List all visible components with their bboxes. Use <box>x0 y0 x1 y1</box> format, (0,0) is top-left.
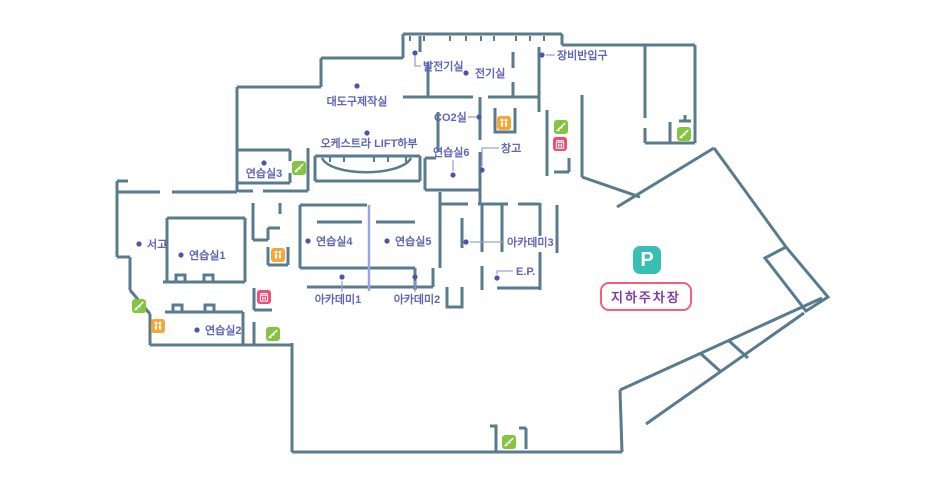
label-dot <box>450 172 456 178</box>
room-label-generator-room: 발전기실 <box>423 59 463 73</box>
label-dot <box>494 275 500 281</box>
room-label-practice-room-3: 연습실3 <box>246 166 282 180</box>
room-label-academy-1: 아카데미1 <box>315 292 362 306</box>
label-dot <box>305 238 311 244</box>
room-label-practice-room-2: 연습실2 <box>205 323 241 337</box>
label-dot <box>339 274 345 280</box>
room-label-ep: E.P. <box>516 266 535 278</box>
room-label-equipment-entrance: 장비반입구 <box>557 48 608 62</box>
label-dot <box>463 70 469 76</box>
orchestra-pit-curve <box>320 157 413 174</box>
room-label-practice-room-6: 연습실6 <box>433 145 469 159</box>
elevator-icon <box>256 289 272 305</box>
label-dot <box>136 241 142 247</box>
label-dot <box>194 327 200 333</box>
room-label-electrical-room: 전기실 <box>475 66 505 80</box>
escalator-icon <box>131 298 147 314</box>
parking-icon: P <box>633 246 661 274</box>
room-label-co2-room: CO2실 <box>434 110 467 124</box>
leader-line <box>496 270 513 274</box>
escalator-icon <box>553 119 569 135</box>
escalator-icon <box>676 126 692 142</box>
walls <box>115 32 831 454</box>
restroom-icon <box>151 319 165 333</box>
room-label-archive: 서고 <box>147 237 167 251</box>
room-label-practice-room-4: 연습실4 <box>316 234 353 248</box>
label-dot <box>476 114 482 120</box>
escalator-icon <box>291 160 307 176</box>
label-dot <box>463 239 469 245</box>
underground-parking-badge: 지하주차장 <box>600 282 692 311</box>
room-label-orchestra-lift: 오케스트라 LIFT하부 <box>320 136 417 150</box>
label-dot <box>354 83 360 89</box>
escalator-icon <box>265 326 281 342</box>
restroom-icon <box>271 248 285 262</box>
elevator-icon <box>552 136 568 152</box>
room-label-practice-room-5: 연습실5 <box>395 234 431 248</box>
label-dot <box>384 238 390 244</box>
label-dot <box>364 130 370 136</box>
wall-ticks <box>329 36 545 162</box>
room-label-props-workshop: 대도구제작실 <box>327 94 388 108</box>
label-dot <box>412 274 418 280</box>
escalator-icon <box>501 434 517 450</box>
label-dot <box>539 52 545 58</box>
leader-lines <box>341 54 555 292</box>
room-label-practice-room-1: 연습실1 <box>189 248 225 262</box>
label-dots <box>136 50 545 333</box>
label-dot <box>479 167 485 173</box>
label-dot <box>412 50 418 56</box>
leader-line <box>481 147 499 166</box>
room-label-academy-3: 아카데미3 <box>507 235 554 249</box>
restroom-icon <box>497 116 511 130</box>
room-label-storage: 창고 <box>501 141 521 155</box>
label-dot <box>178 252 184 258</box>
label-dot <box>261 160 267 166</box>
room-label-academy-2: 아카데미2 <box>394 292 441 306</box>
leader-line <box>414 56 421 67</box>
